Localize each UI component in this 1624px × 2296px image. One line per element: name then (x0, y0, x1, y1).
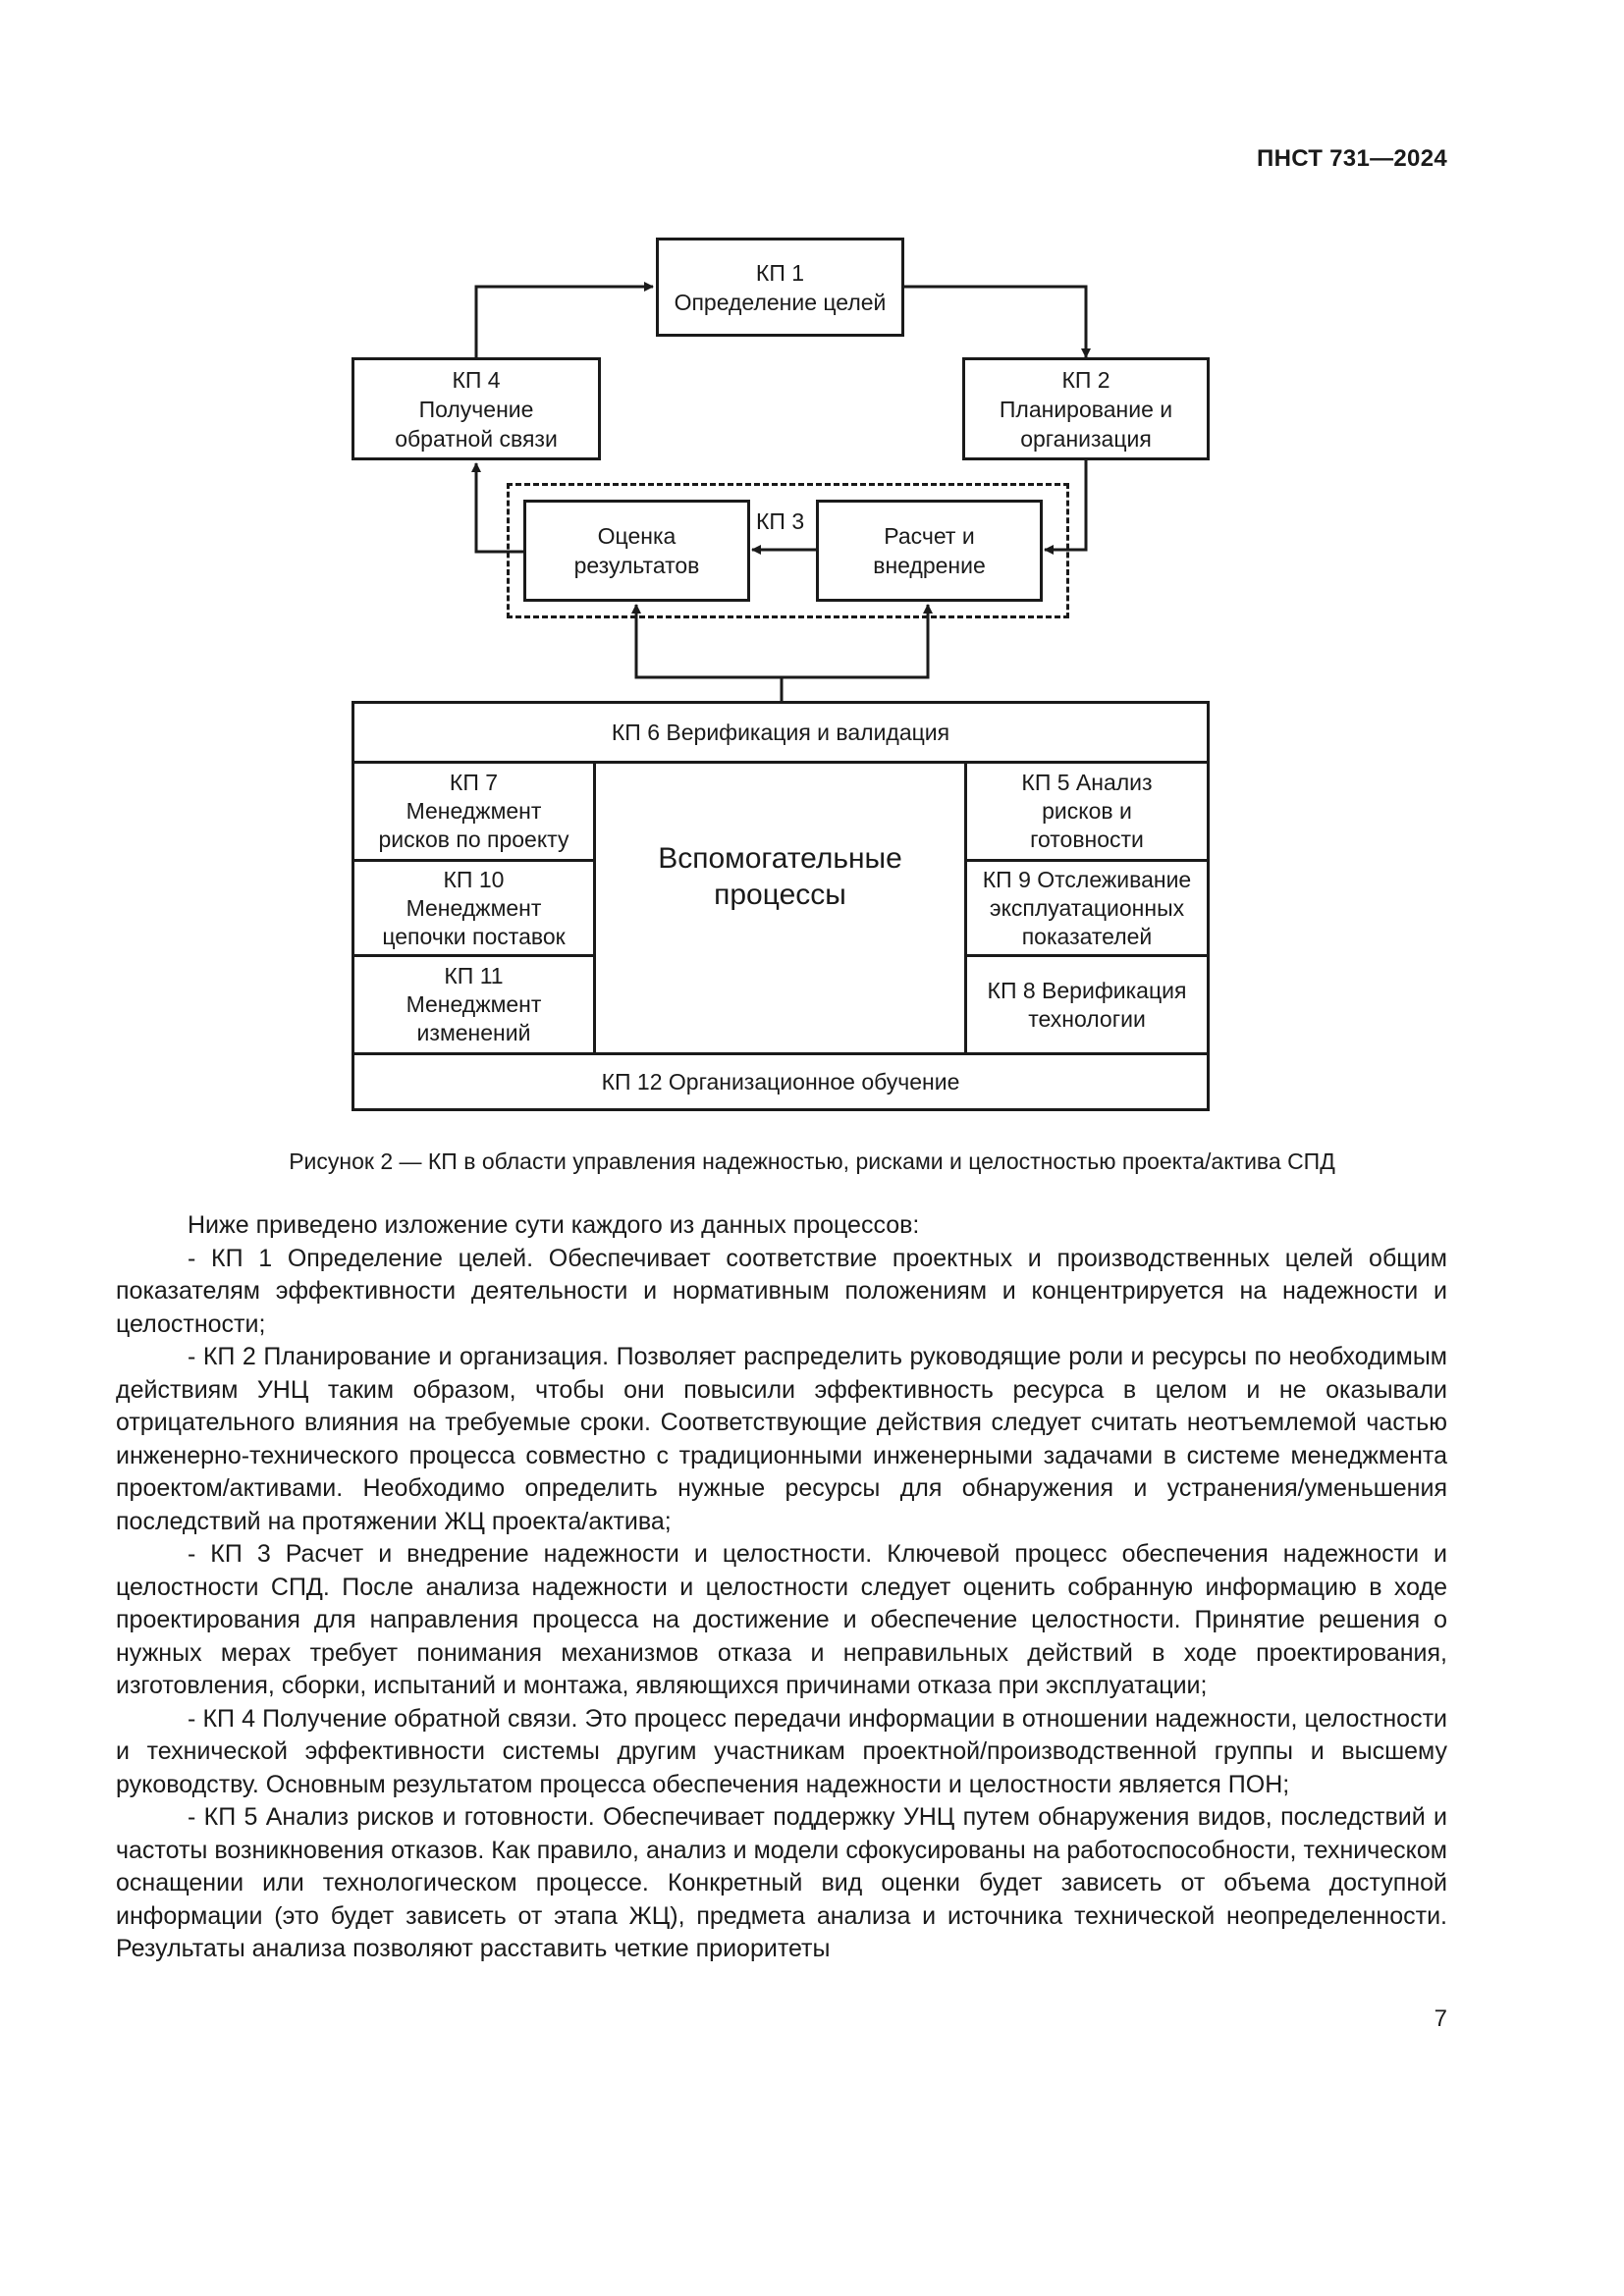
kp3-group (507, 483, 1069, 618)
kp9-cell: КП 9 Отслеживание эксплуатационных показ… (964, 862, 1207, 957)
kp3-label: КП 3 (756, 508, 805, 534)
kp1-box: КП 1 Определение целей (656, 238, 904, 337)
calculation-box: Расчет и внедрение (816, 500, 1043, 602)
arrow-kp6-stem (631, 604, 784, 701)
body-text: Ниже приведено изложение сути каждого из… (116, 1209, 1447, 1966)
kp10-cell: КП 10 Менеджмент цепочки поставок (354, 862, 596, 957)
kp2-box: КП 2 Планирование и организация (962, 357, 1210, 460)
document-code: ПНСТ 731—2024 (1257, 145, 1447, 172)
kp6-cell: КП 6 Верификация и валидация (354, 704, 1207, 764)
support-processes-grid: КП 6 Верификация и валидация КП 7 Менедж… (352, 701, 1210, 1111)
kp4-box: КП 4 Получение обратной связи (352, 357, 601, 460)
arrow-kp6-to-calc (782, 604, 933, 679)
paragraph-kp1: - КП 1 Определение целей. Обеспечивает с… (116, 1244, 1447, 1338)
kp5-cell: КП 5 Анализ рисков и готовности (964, 764, 1207, 862)
kp12-cell: КП 12 Организационное обучение (354, 1052, 1207, 1108)
auxiliary-processes: Вспомогательные процессы (658, 842, 902, 911)
paragraph-kp5: - КП 5 Анализ рисков и готовности. Обесп… (116, 1803, 1447, 1962)
page-number: 7 (1434, 2005, 1447, 2032)
kp11-cell: КП 11 Менеджмент изменений (354, 957, 596, 1052)
paragraph-kp4: - КП 4 Получение обратной связи. Это про… (116, 1704, 1447, 1798)
diagram-connectors (471, 282, 1091, 701)
arrow-kp1-to-kp2 (904, 285, 1091, 358)
paragraph-kp2: - КП 2 Планирование и организация. Позво… (116, 1343, 1447, 1535)
arrow-kp4-to-kp1 (474, 282, 654, 357)
kp8-cell: КП 8 Верификация технологии (964, 957, 1207, 1052)
arrow-kp2-to-calc (1044, 459, 1088, 555)
figure-caption: Рисунок 2 — КП в области управления наде… (289, 1148, 1335, 1174)
paragraph-kp3: - КП 3 Расчет и внедрение надежности и ц… (116, 1540, 1447, 1699)
paragraph-intro: Ниже приведено изложение сути каждого из… (188, 1211, 920, 1239)
kp7-cell: КП 7 Менеджмент рисков по проекту (354, 764, 596, 862)
evaluation-box: Оценка результатов (523, 500, 750, 602)
